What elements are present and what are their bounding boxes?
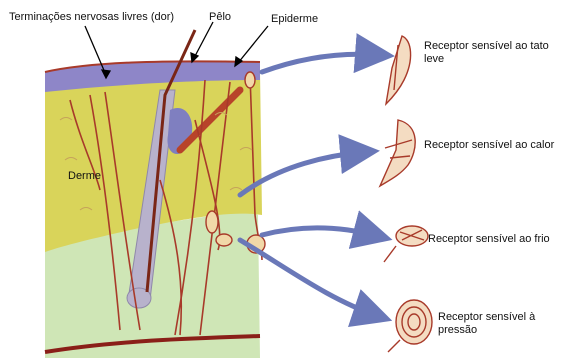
receptor-cold-illustration xyxy=(384,226,428,262)
receptor-pressure-label: Receptor sensível à pressão xyxy=(438,311,558,337)
receptor-pressure-illustration xyxy=(388,300,432,352)
receptor-touch-illustration xyxy=(386,36,411,104)
receptor-heat-label: Receptor sensível ao calor xyxy=(424,139,566,152)
free-nerve-endings-label: Terminações nervosas livres (dor) xyxy=(9,11,219,24)
epidermis-label: Epiderme xyxy=(271,13,318,26)
receptor-cold-label: Receptor sensível ao frio xyxy=(428,233,564,246)
hair-label: Pêlo xyxy=(209,11,231,24)
dermis-label: Derme xyxy=(68,170,101,183)
receptor-touch-label: Receptor sensível ao tato leve xyxy=(424,40,564,66)
receptor-heat-illustration xyxy=(380,120,415,186)
